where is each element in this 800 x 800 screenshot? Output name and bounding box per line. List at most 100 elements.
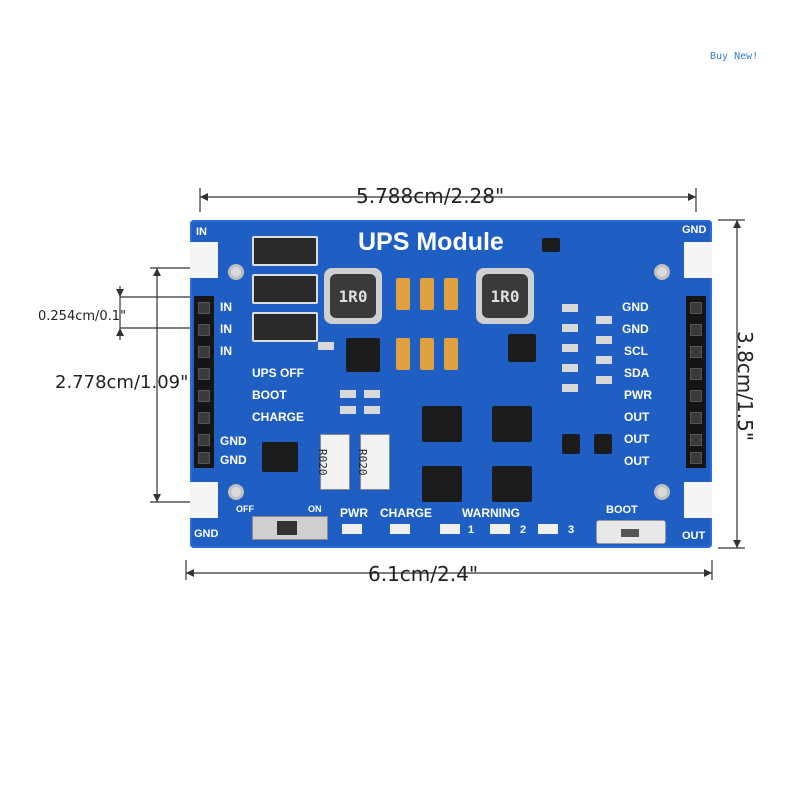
mosfet-ic — [422, 466, 462, 502]
warning-led-2 — [490, 524, 510, 534]
header-pin — [690, 302, 702, 314]
corner-pad-bottom-left — [190, 482, 218, 518]
mounting-hole — [228, 264, 244, 280]
capacitor — [444, 338, 458, 370]
mosfet-ic — [492, 406, 532, 442]
mounting-hole — [228, 484, 244, 500]
header-pin — [690, 368, 702, 380]
transistor — [594, 434, 612, 454]
capacitor — [444, 278, 458, 310]
corner-pad-bottom-right — [684, 482, 712, 518]
left-pin-header — [194, 296, 214, 468]
left-pin-label: UPS OFF — [252, 366, 305, 380]
right-pin-label: OUT — [624, 432, 650, 446]
board-title: UPS Module — [358, 228, 504, 256]
charge-led — [390, 524, 410, 534]
header-pin — [198, 346, 210, 358]
right-pin-label: OUT — [624, 410, 650, 424]
left-height-label: 2.778cm/1.09" — [55, 372, 189, 393]
header-pin — [198, 324, 210, 336]
smd-resistor — [596, 336, 612, 344]
switch-knob[interactable] — [277, 521, 297, 535]
left-pin-label: IN — [220, 322, 232, 336]
header-pin — [690, 346, 702, 358]
corner-label-gnd-bottom: GND — [194, 528, 219, 540]
controller-ic — [346, 338, 380, 372]
smd-resistor — [562, 304, 578, 312]
led-number: 2 — [520, 524, 527, 536]
fuse-component — [252, 312, 318, 342]
smd-resistor — [340, 390, 356, 398]
header-pin — [198, 368, 210, 380]
header-pin — [198, 390, 210, 402]
boot-button-actuator[interactable] — [621, 529, 639, 537]
switch-off-label: OFF — [236, 504, 254, 514]
capacitor — [396, 338, 410, 370]
boot-button-label: BOOT — [606, 504, 638, 516]
right-pin-label: OUT — [624, 454, 650, 468]
smd-resistor — [318, 342, 334, 350]
smd-resistor — [596, 316, 612, 324]
header-pin — [198, 434, 210, 446]
header-pin — [198, 302, 210, 314]
inductor: 1R0 — [324, 268, 382, 324]
capacitor — [420, 338, 434, 370]
right-pin-label: PWR — [624, 388, 652, 402]
shunt-resistor: R020 — [356, 434, 390, 490]
header-pin — [198, 412, 210, 424]
corner-pad-top-right — [684, 242, 712, 278]
header-pin — [690, 324, 702, 336]
led-label-pwr: PWR — [340, 506, 368, 520]
right-pin-label: GND — [622, 300, 649, 314]
inductor-label: 1R0 — [330, 274, 376, 318]
shunt-resistor: R020 — [316, 434, 350, 490]
smd-resistor — [596, 376, 612, 384]
inductor: 1R0 — [476, 268, 534, 324]
fuse-component — [252, 236, 318, 266]
smd-resistor — [596, 356, 612, 364]
header-pin — [690, 390, 702, 402]
header-pin — [198, 452, 210, 464]
mounting-hole — [654, 264, 670, 280]
transistor — [562, 434, 580, 454]
smd-resistor — [562, 344, 578, 352]
led-label-warning: WARNING — [462, 506, 520, 520]
left-pin-label: IN — [220, 344, 232, 358]
right-pin-header — [686, 296, 706, 468]
header-pin — [690, 412, 702, 424]
transistor — [542, 238, 560, 252]
smd-resistor — [364, 390, 380, 398]
corner-label-out: OUT — [682, 530, 706, 542]
smd-resistor — [364, 406, 380, 414]
top-width-label: 5.788cm/2.28" — [356, 184, 505, 208]
led-number: 1 — [468, 524, 475, 536]
right-pin-label: GND — [622, 322, 649, 336]
corner-label-in: IN — [196, 226, 207, 238]
fuse-component — [252, 274, 318, 304]
mosfet-ic — [492, 466, 532, 502]
capacitor — [420, 278, 434, 310]
header-pin — [690, 434, 702, 446]
pwr-led — [342, 524, 362, 534]
left-pin-label: GND — [220, 453, 247, 467]
led-label-charge: CHARGE — [380, 506, 433, 520]
boot-button[interactable] — [596, 520, 666, 544]
warning-led-3 — [538, 524, 558, 534]
smd-resistor — [340, 406, 356, 414]
right-pin-label: SCL — [624, 344, 648, 358]
left-pin-label: CHARGE — [252, 410, 305, 424]
header-pin — [690, 452, 702, 464]
bottom-width-label: 6.1cm/2.4" — [368, 562, 479, 586]
mosfet-ic — [422, 406, 462, 442]
left-pin-label: GND — [220, 434, 247, 448]
right-pin-label: SDA — [624, 366, 650, 380]
smd-resistor — [562, 324, 578, 332]
pin-pitch-label: 0.254cm/0.1" — [38, 309, 127, 324]
power-slide-switch[interactable] — [252, 516, 328, 540]
smd-resistor — [562, 384, 578, 392]
buy-new-badge: Buy New! — [710, 51, 759, 62]
switch-ic — [262, 442, 298, 472]
capacitor — [396, 278, 410, 310]
corner-label-gnd-top: GND — [682, 224, 707, 236]
